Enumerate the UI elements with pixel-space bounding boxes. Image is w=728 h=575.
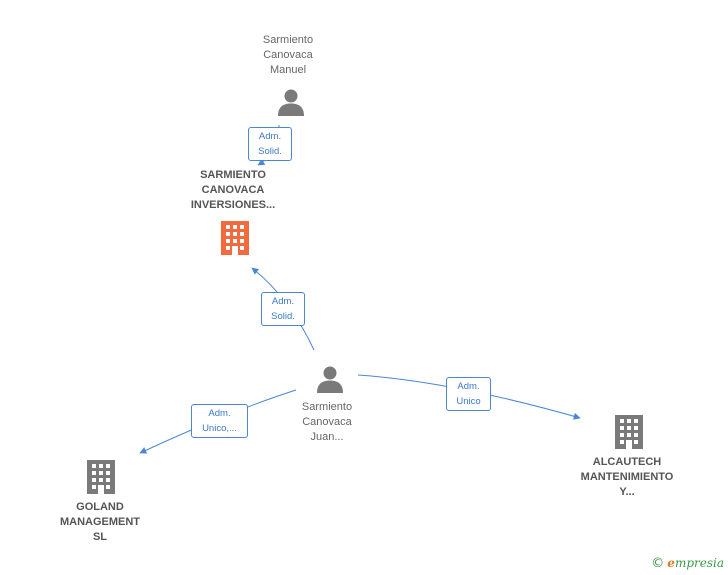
node-label-line: SARMIENTO — [200, 169, 266, 181]
brand-name: mpresia — [674, 556, 724, 570]
edge-label-line: Solid. — [258, 146, 282, 157]
node-label-line: CANOVACA — [201, 184, 265, 196]
building-icon[interactable] — [220, 221, 250, 255]
node-label-line: Y... — [619, 486, 635, 498]
person-icon[interactable] — [316, 365, 344, 393]
edge-label-line: Adm. — [271, 296, 295, 307]
edge-label-juan-to-inversiones[interactable]: Adm. Solid. — [261, 292, 305, 326]
edge-label-manuel-to-inversiones[interactable]: Adm. Solid. — [248, 127, 292, 161]
brand-initial: e — [667, 556, 675, 570]
copyright-icon: © — [651, 556, 665, 571]
node-label-line: Canovaca — [302, 416, 352, 428]
node-label-person-manuel[interactable]: Sarmiento Canovaca Manuel — [238, 33, 338, 78]
building-icon[interactable] — [86, 460, 116, 494]
node-label-line: Canovaca — [263, 49, 313, 61]
building-icon[interactable] — [614, 415, 644, 449]
edge-label-line: Unico,... — [202, 423, 237, 434]
node-label-line: MANTENIMIENTO — [580, 471, 674, 483]
edge-label-line: Adm. — [208, 408, 231, 419]
brand-watermark: ©empresia — [651, 556, 724, 571]
edge-label-line: Adm. — [258, 131, 282, 142]
node-label-line: Sarmiento — [301, 401, 353, 413]
edge-label-juan-to-alcautech[interactable]: Adm. Unico — [446, 377, 491, 411]
node-label-line: Manuel — [269, 64, 307, 76]
node-label-person-juan[interactable]: Sarmiento Canovaca Juan... — [277, 400, 377, 445]
node-label-line: Sarmiento — [262, 34, 314, 46]
node-label-company-alcautech[interactable]: ALCAUTECH MANTENIMIENTO Y... — [568, 455, 686, 500]
node-label-line: MANAGEMENT — [59, 516, 141, 528]
edge-label-juan-to-goland[interactable]: Adm. Unico,... — [191, 404, 248, 438]
node-label-line: ALCAUTECH — [592, 456, 662, 468]
edge-label-line: Adm. — [457, 381, 480, 392]
person-icon[interactable] — [277, 88, 305, 116]
node-label-line: INVERSIONES... — [190, 199, 276, 211]
node-label-company-goland[interactable]: GOLAND MANAGEMENT SL — [44, 500, 156, 545]
edge-label-line: Unico — [456, 396, 481, 407]
edge-label-line: Solid. — [271, 311, 295, 322]
node-label-line: SL — [92, 531, 108, 543]
node-label-company-inversiones[interactable]: SARMIENTO CANOVACA INVERSIONES... — [168, 168, 298, 213]
node-label-line: GOLAND — [76, 501, 124, 513]
node-label-line: Juan... — [310, 431, 344, 443]
